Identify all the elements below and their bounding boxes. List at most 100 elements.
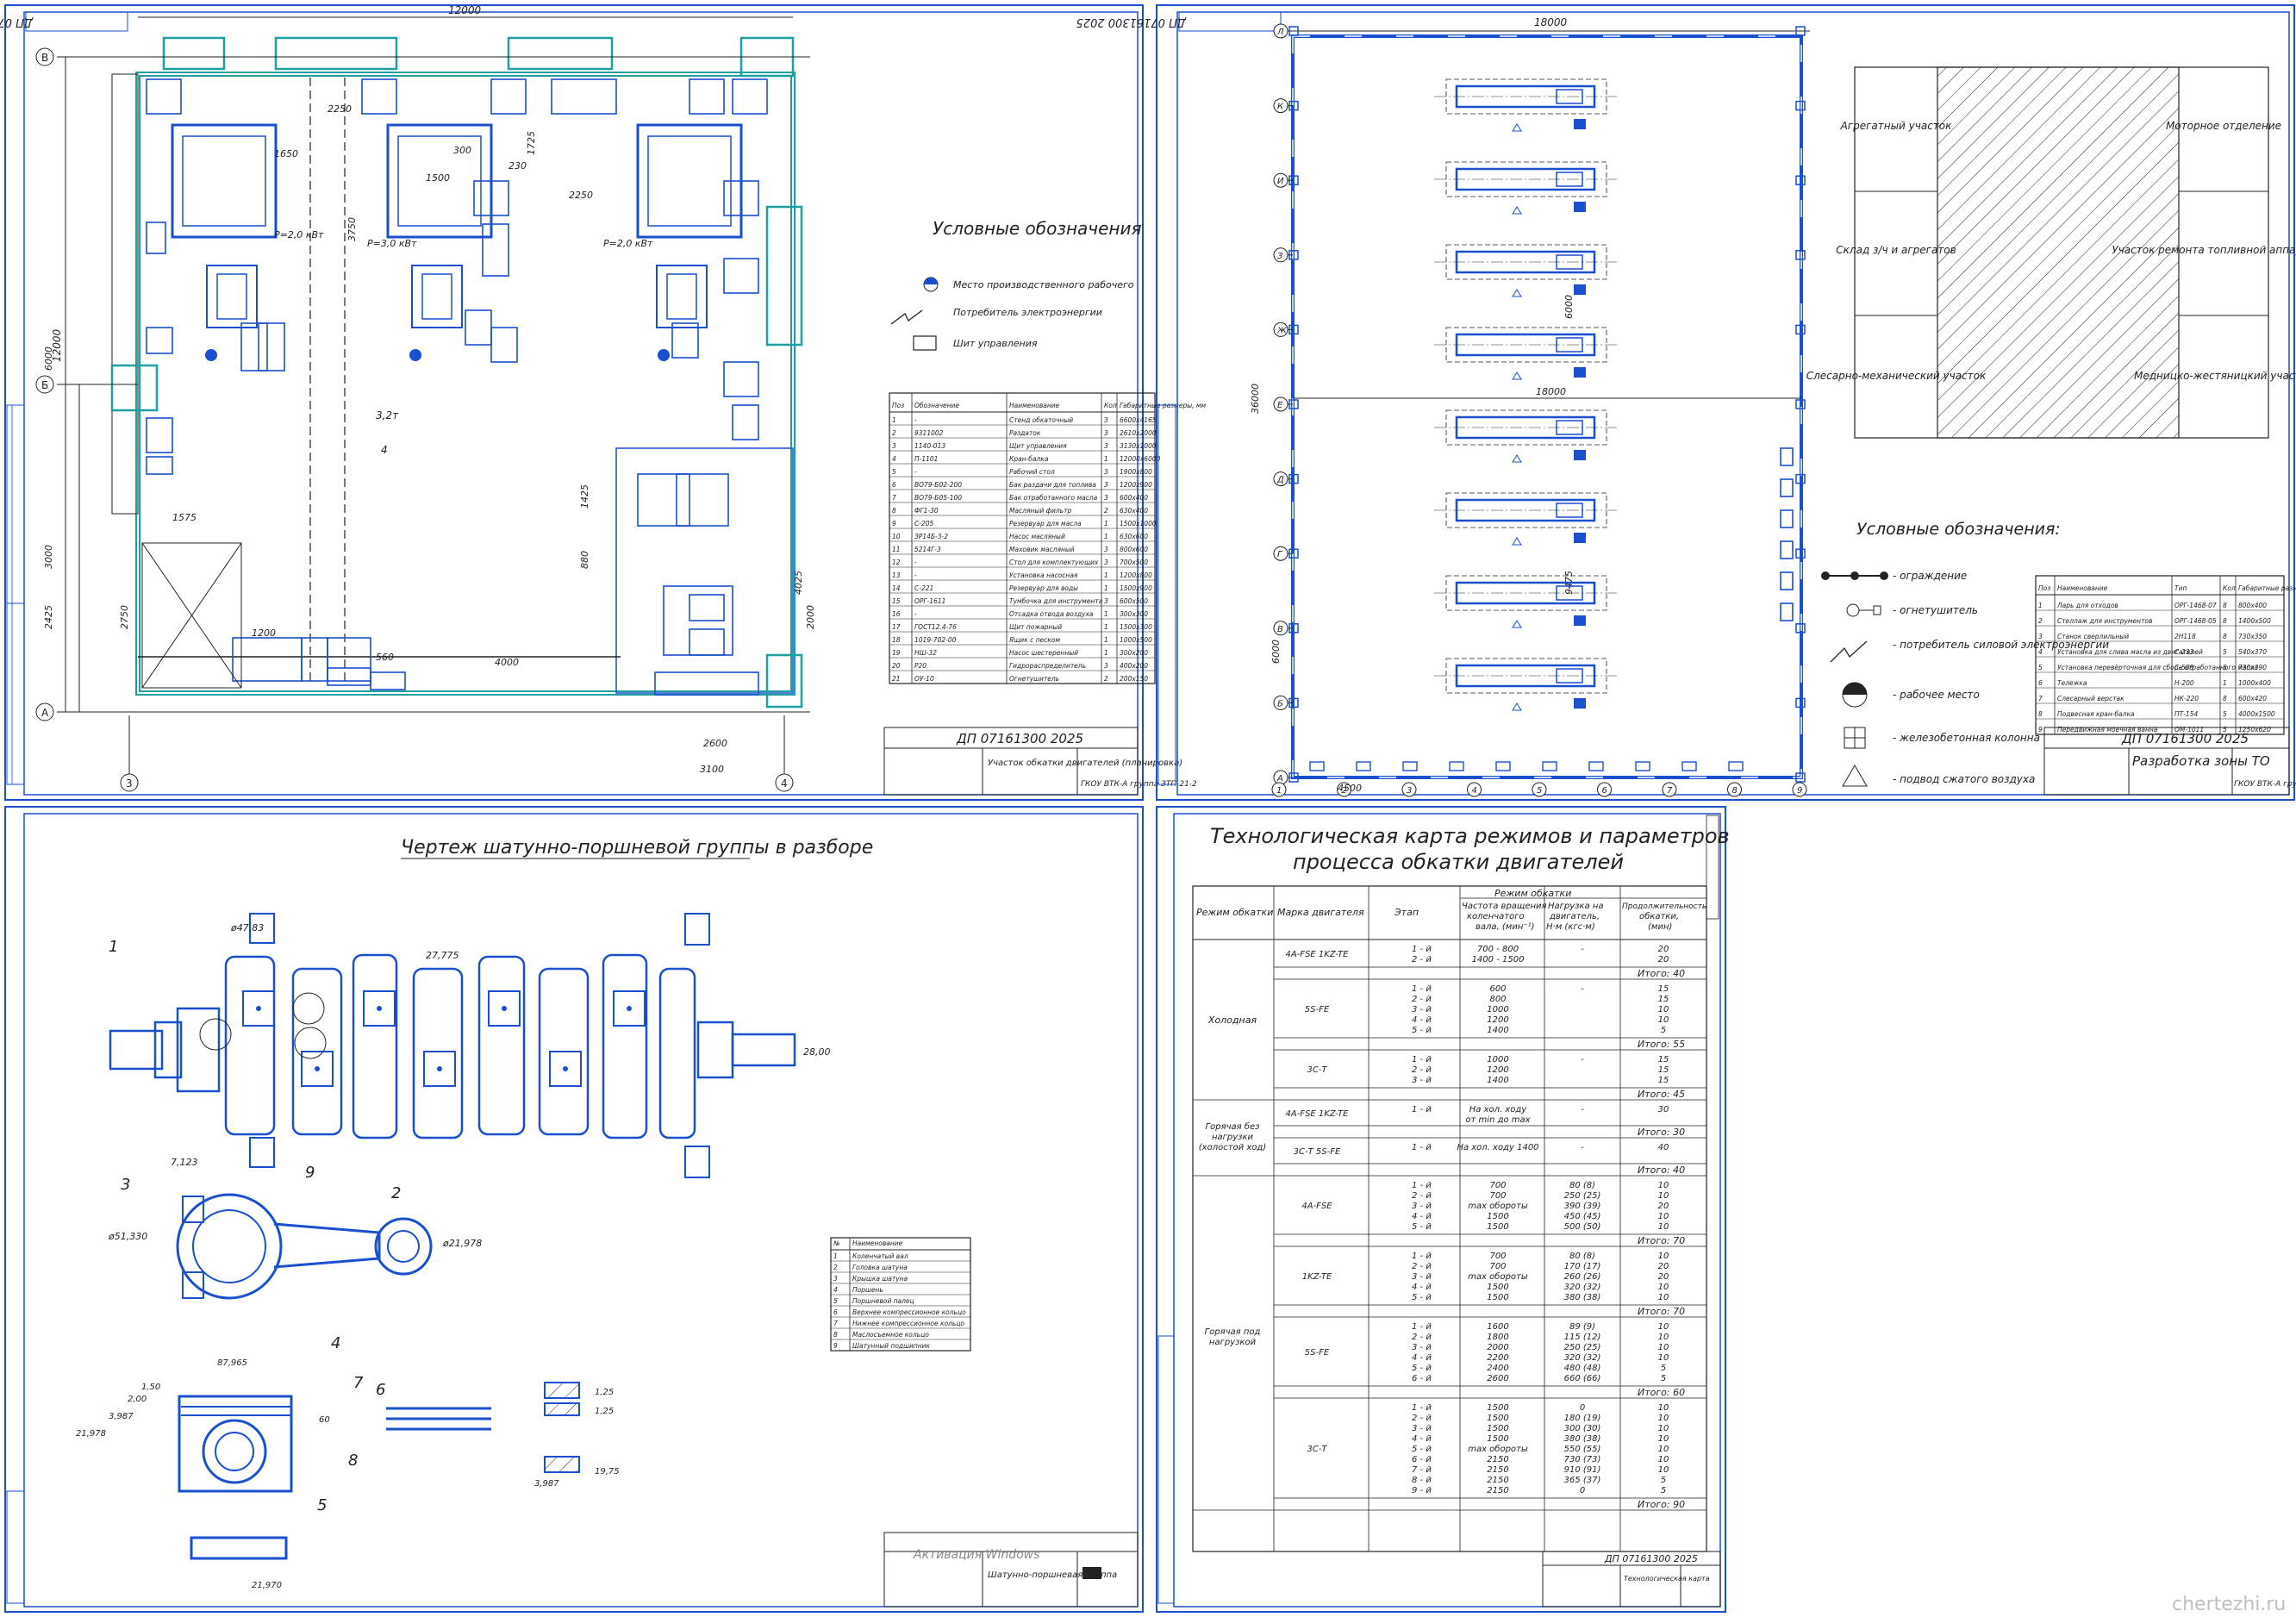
dim-rod-small-end: ø21,978 (442, 1238, 482, 1249)
duration-cell: 10 (1658, 1322, 1669, 1332)
table-header: Обозначение (914, 402, 959, 409)
table-cell: 8 (892, 507, 896, 515)
freq-cell: 1000 (1487, 1055, 1508, 1064)
dim-crank-pin: 27,775 (426, 950, 459, 961)
control-panel-icon (913, 335, 937, 351)
axis-number-4: 4 (781, 777, 788, 790)
load-cell: 320 (32) (1564, 1353, 1601, 1363)
brand-cell: 3С-Т (1307, 1445, 1327, 1454)
axis-letter: Б (1277, 699, 1283, 709)
table-cell: Гидрораспределитель (1009, 662, 1086, 670)
sheet-piston-group: Чертеж шатунно-поршневой группы в разбор… (4, 806, 1144, 1613)
duration-cell: 10 (1658, 1445, 1669, 1454)
load-cell: 380 (38) (1564, 1293, 1601, 1302)
fence-icon (1821, 571, 1888, 580)
air-supply-icon (1842, 765, 1868, 787)
table-cell: Масляный фильтр (1009, 507, 1071, 515)
freq-cell: max обороты (1468, 1201, 1528, 1211)
table-cell: 4 (892, 455, 896, 463)
watermark: chertezhi.ru (2172, 1594, 2286, 1615)
stage-cell: 2 - й (1412, 1191, 1432, 1201)
table-cell: С-233 (2174, 648, 2193, 656)
stage-cell: 2 - й (1412, 1333, 1432, 1342)
table-header: Н·м (кгс·м) (1546, 922, 1595, 932)
sheet4-title-1: Технологическая карта режимов и параметр… (1210, 824, 1730, 848)
load-cell: 250 (25) (1564, 1343, 1601, 1352)
axis-number: 1 (1276, 786, 1282, 796)
table-header: Этап (1394, 907, 1419, 918)
dim-bearing: 7,123 (171, 1157, 198, 1168)
crane-callout: 4 (381, 444, 388, 456)
duration-cell: 10 (1658, 1465, 1669, 1475)
load-cell: 260 (26) (1564, 1272, 1601, 1282)
table-cell: 7 (892, 494, 896, 502)
table-cell: 3 (1104, 597, 1108, 605)
brand-cell: 3С-Т (1307, 1065, 1327, 1075)
stage-cell: 4 - й (1412, 1283, 1432, 1292)
freq-cell: 1500 (1487, 1283, 1508, 1292)
table-cell: 1500х300 (1120, 623, 1152, 631)
table-cell: 1400х500 (2238, 617, 2271, 625)
duration-cell: 15 (1658, 1076, 1669, 1085)
table-cell: ФГ1-30 (914, 507, 939, 515)
table-cell: Слесарный верстак (2057, 695, 2124, 702)
table-header: Продолжительность (1622, 902, 1706, 911)
table-cell: 300х200 (1120, 649, 1148, 657)
table-cell: 10 (892, 533, 901, 540)
table-cell: 1 (1104, 455, 1108, 463)
freq-cell: 2150 (1487, 1476, 1508, 1485)
sheet2-left-dim2: 6000 (1270, 640, 1282, 664)
table-header: Нагрузка на (1548, 902, 1604, 911)
crank-web (412, 967, 464, 1139)
table-cell: Нижнее компрессионное кольцо (852, 1320, 964, 1327)
duration-cell: 40 (1658, 1143, 1669, 1152)
crane-capacity: 3,2т (376, 409, 399, 421)
table-header: (мин) (1648, 922, 1672, 932)
table-cell: 540х370 (2238, 648, 2267, 656)
table-cell: 18 (892, 636, 901, 644)
table-cell: 5 (2223, 648, 2227, 656)
sheet3-title-name: Шатунно-поршневая группа (988, 1570, 1117, 1580)
sheet2-title-name: Разработка зоны ТО (2132, 753, 2270, 769)
load-cell: 115 (12) (1564, 1333, 1601, 1342)
table-cell: Стеллаж для инструментов (2057, 617, 2152, 625)
load-cell: 730 (73) (1564, 1455, 1601, 1464)
table-cell: 9311002 (914, 429, 944, 437)
table-cell: 3 (1104, 416, 1108, 424)
dim-left: 12000 (51, 328, 63, 362)
table-cell: Установка насосная (1009, 571, 1078, 579)
dim-piston: 21,978 (76, 1429, 106, 1439)
duration-cell: 5 (1661, 1486, 1666, 1495)
load-cell: 89 (9) (1569, 1322, 1595, 1332)
freq-cell: На хол. ходу 1400 (1457, 1143, 1538, 1152)
table-cell: Маслосъемное кольцо (852, 1331, 929, 1339)
table-header: Марка двигателя (1277, 907, 1364, 918)
table-cell: Насос масляный (1009, 533, 1065, 540)
table-cell: 20 (892, 662, 901, 670)
axis-number: 8 (1732, 786, 1738, 796)
brand-cell: 4А-FSE 1KZ-TE (1286, 950, 1350, 959)
piston-rings (386, 1382, 580, 1473)
freq-cell: 700 (1489, 1262, 1506, 1271)
axis-number: 7 (1667, 786, 1673, 796)
table-cell: 3 (1104, 494, 1108, 502)
table-cell: 1000х400 (2238, 679, 2271, 687)
legend-column: - железобетонная колонна (1893, 732, 2040, 744)
power-consumer-icon (890, 309, 923, 325)
total-cell: Итого: 90 (1638, 1499, 1685, 1510)
dim-label: 2250 (569, 190, 593, 201)
table-cell: Кран-балка (1009, 455, 1049, 463)
total-cell: Итого: 70 (1638, 1306, 1685, 1317)
axis-letter: К (1277, 103, 1284, 112)
legend-power: Потребитель электроэнергии (953, 307, 1102, 318)
crank-web (602, 953, 648, 1139)
dim-rod-big-end: ø51,330 (108, 1231, 147, 1242)
table-cell: 8 (2038, 710, 2043, 718)
freq-cell: 1400 - 1500 (1472, 955, 1525, 965)
table-cell: 1200х900 (1120, 481, 1152, 489)
freq-cell: от min до max (1465, 1115, 1530, 1125)
table-header: двигатель, (1549, 912, 1600, 921)
table-cell: Огнетушитель (1009, 675, 1059, 683)
table-header: Габаритные размеры, мм (2238, 584, 2296, 592)
